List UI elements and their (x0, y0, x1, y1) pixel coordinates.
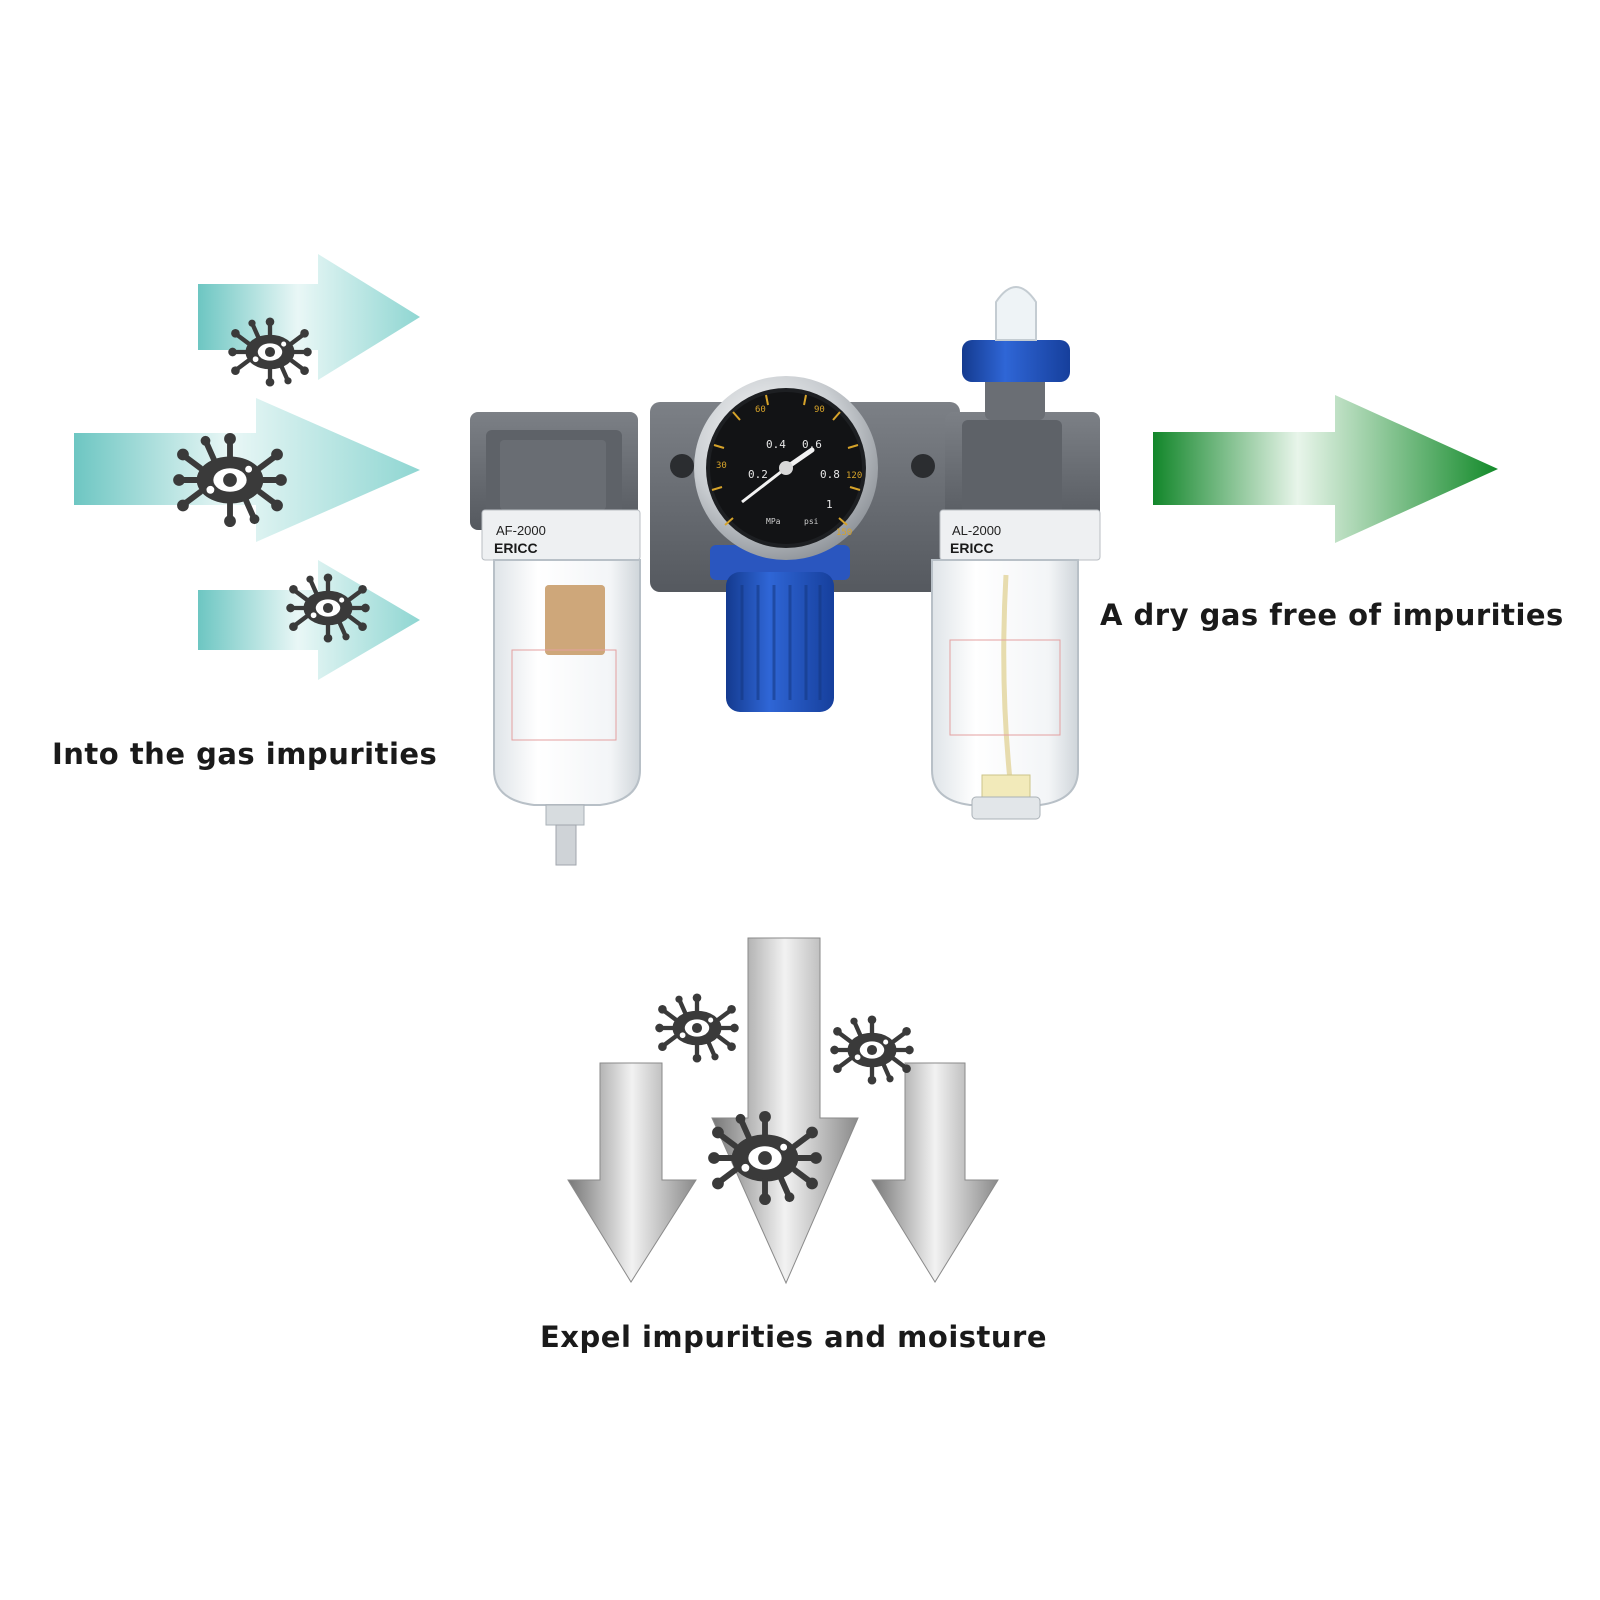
filter-brand-label: ERICC (494, 540, 538, 556)
arrow-right-icon (1153, 395, 1498, 543)
arrow-down-icon (567, 1062, 697, 1283)
gauge-scale-label: 0.2 (748, 468, 768, 481)
gauge-scale-label: 0.6 (802, 438, 822, 451)
gauge-needle (741, 466, 787, 504)
inlet-arrows (74, 254, 420, 680)
regulator-knob (710, 545, 850, 712)
gauge-outer-label: 60 (755, 405, 766, 415)
gauge-unit-label: MPa (766, 517, 781, 526)
drain-caption: Expel impurities and moisture (540, 1320, 1048, 1354)
gauge-outer-label: 150 (836, 528, 852, 538)
drain-arrows (567, 937, 999, 1285)
lubricator-model-label: AL-2000 (952, 523, 1001, 538)
lubricator-brand-label: ERICC (950, 540, 994, 556)
lubricator-unit: AL-2000 ERICC (931, 286, 1101, 820)
virus-icon (655, 993, 739, 1062)
gauge-outer-label: 90 (814, 405, 825, 415)
gauge-outer-label: 120 (846, 471, 862, 481)
virus-icon (830, 1015, 914, 1084)
arrow-down-icon (871, 1062, 999, 1283)
arrow-down-icon (711, 937, 859, 1285)
frl-unit: AF-2000 ERICC AL-2000 ERICC (470, 286, 1101, 866)
gauge-scale-label: 1 (826, 498, 833, 511)
gauge-outer-label: 30 (716, 461, 727, 471)
filter-unit: AF-2000 ERICC (470, 412, 641, 866)
gauge-unit-label: psi (804, 517, 819, 526)
inlet-caption: Into the gas impurities (52, 737, 438, 771)
gauge-scale-label: 0.8 (820, 468, 840, 481)
outlet-caption: A dry gas free of impurities (1100, 598, 1564, 632)
gauge-scale-label: 0.4 (766, 438, 786, 451)
arrow-right-icon (198, 254, 420, 380)
pressure-gauge: 0.2 0.4 0.6 0.8 1 30 60 90 120 150 MPa p… (694, 376, 878, 560)
filter-model-label: AF-2000 (496, 523, 546, 538)
